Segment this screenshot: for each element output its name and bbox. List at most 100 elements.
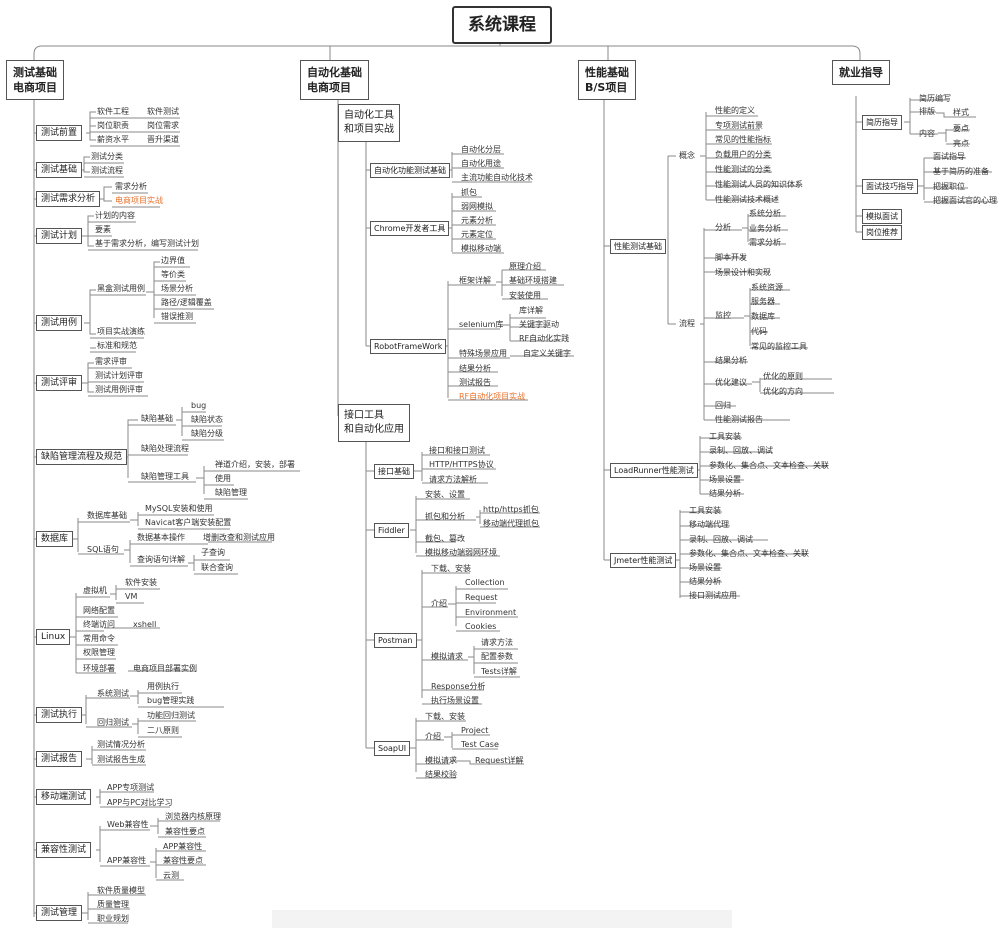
leaf: 录制、回放、调试 xyxy=(709,446,773,455)
node-performance-basics[interactable]: 性能测试基础 xyxy=(610,239,666,254)
category-performance-basics[interactable]: 性能基础 B/S项目 xyxy=(578,60,636,100)
leaf: 抓包 xyxy=(461,188,477,197)
leaf: HTTP/HTTPS协议 xyxy=(429,460,494,469)
node-test-report[interactable]: 测试报告 xyxy=(36,751,83,767)
leaf: 代码 xyxy=(751,327,767,336)
leaf: 虚拟机 xyxy=(83,586,107,595)
leaf: 配置参数 xyxy=(481,652,513,661)
node-automation-tools[interactable]: 自动化工具 和项目实战 xyxy=(338,104,400,142)
node-test-prereq[interactable]: 测试前置 xyxy=(36,125,83,141)
leaf: Request详解 xyxy=(475,756,524,765)
leaf: 计划的内容 xyxy=(95,211,135,220)
leaf: 增删改查和测试应用 xyxy=(203,533,275,542)
node-test-management[interactable]: 测试管理 xyxy=(36,905,83,921)
node-api-tools[interactable]: 接口工具 和自动化应用 xyxy=(338,404,410,442)
leaf: Tests详解 xyxy=(481,667,517,676)
leaf: 缺陷状态 xyxy=(191,415,223,424)
leaf: 测试分类 xyxy=(91,152,123,161)
leaf: 面试指导 xyxy=(933,152,965,161)
node-compatibility-testing[interactable]: 兼容性测试 xyxy=(36,842,92,858)
node-loadrunner[interactable]: LoadRunner性能测试 xyxy=(610,463,698,478)
leaf: APP与PC对比学习 xyxy=(107,798,173,807)
leaf: 边界值 xyxy=(161,256,185,265)
node-jmeter[interactable]: Jmeter性能测试 xyxy=(610,553,677,568)
leaf: 性能测试人员的知识体系 xyxy=(715,180,803,189)
leaf: 缺陷管理工具 xyxy=(141,472,189,481)
leaf: Environment xyxy=(465,608,517,617)
leaf: 把握面试官的心理 xyxy=(933,196,997,205)
leaf: 脚本开发 xyxy=(715,253,747,262)
leaf: 网络配置 xyxy=(83,606,115,615)
leaf: 性能测试技术概述 xyxy=(715,195,779,204)
leaf: 场景设置 xyxy=(709,475,741,484)
leaf: 二八原则 xyxy=(147,726,179,735)
leaf: 结果分析 xyxy=(709,489,741,498)
leaf: 专项测试前景 xyxy=(715,121,763,130)
node-interview-skills[interactable]: 面试技巧指导 xyxy=(862,179,918,194)
leaf: 模拟移动端 xyxy=(461,244,501,253)
node-resume-guidance[interactable]: 简历指导 xyxy=(862,115,902,130)
leaf: 场景设计和实现 xyxy=(715,268,771,277)
leaf: 请求方法 xyxy=(481,638,513,647)
node-robotframework[interactable]: RobotFrameWork xyxy=(370,339,447,354)
node-test-case[interactable]: 测试用例 xyxy=(36,315,83,331)
leaf: 要素 xyxy=(95,225,111,234)
node-requirement-analysis[interactable]: 测试需求分析 xyxy=(36,191,101,207)
leaf: 软件安装 xyxy=(125,578,157,587)
node-mock-interview[interactable]: 模拟面试 xyxy=(862,209,902,224)
leaf: 结果分析 xyxy=(715,356,747,365)
node-test-execution[interactable]: 测试执行 xyxy=(36,707,83,723)
leaf: 黑盒测试用例 xyxy=(97,284,145,293)
leaf: 环境部署 xyxy=(83,664,115,673)
leaf: 服务器 xyxy=(751,297,775,306)
node-postman[interactable]: Postman xyxy=(374,633,417,648)
category-career-guidance[interactable]: 就业指导 xyxy=(832,60,890,85)
node-chrome-devtools[interactable]: Chrome开发者工具 xyxy=(370,221,450,236)
leaf: 回归 xyxy=(715,401,731,410)
leaf: 优化建议 xyxy=(715,378,747,387)
category-automation-basics[interactable]: 自动化基础 电商项目 xyxy=(300,60,369,100)
category-label: 就业指导 xyxy=(839,66,883,79)
node-test-review[interactable]: 测试评审 xyxy=(36,375,83,391)
leaf: APP兼容性 xyxy=(163,842,203,851)
leaf: 软件质量模型 xyxy=(97,886,145,895)
node-soapui[interactable]: SoapUI xyxy=(374,741,411,756)
leaf: 使用 xyxy=(215,474,231,483)
leaf: 系统资源 xyxy=(751,283,783,292)
node-api-basics[interactable]: 接口基础 xyxy=(374,464,414,479)
leaf: 测试报告生成 xyxy=(97,755,145,764)
leaf: 用例执行 xyxy=(147,682,179,691)
node-defect-management[interactable]: 缺陷管理流程及规范 xyxy=(36,449,128,465)
leaf: 标准和规范 xyxy=(97,341,137,350)
leaf: SQL语句 xyxy=(87,545,119,554)
leaf: 亮点 xyxy=(953,139,969,148)
leaf: 参数化、集合点、文本检查、关联 xyxy=(689,549,809,558)
leaf: 特殊场景应用 xyxy=(459,349,507,358)
node-test-basics[interactable]: 测试基础 xyxy=(36,162,83,178)
leaf: 缺陷处理流程 xyxy=(141,444,189,453)
leaf: 把握职位 xyxy=(933,182,965,191)
node-linux[interactable]: Linux xyxy=(36,629,71,645)
node-database[interactable]: 数据库 xyxy=(36,531,74,547)
leaf: 元素分析 xyxy=(461,216,493,225)
category-testing-basics[interactable]: 测试基础 电商项目 xyxy=(6,60,64,100)
leaf: 场景设置 xyxy=(689,563,721,572)
leaf: 数据基本操作 xyxy=(137,533,185,542)
leaf: 测试报告 xyxy=(459,378,491,387)
leaf: 性能测试的分类 xyxy=(715,165,771,174)
node-automation-functional-basics[interactable]: 自动化功能测试基础 xyxy=(370,163,450,178)
leaf: 需求分析 xyxy=(749,238,781,247)
leaf: 质量管理 xyxy=(97,900,129,909)
leaf: 等价类 xyxy=(161,270,185,279)
leaf: 优化的原则 xyxy=(763,372,803,381)
leaf: 兼容性要点 xyxy=(165,827,205,836)
leaf: 云测 xyxy=(163,871,179,880)
node-test-plan[interactable]: 测试计划 xyxy=(36,228,83,244)
leaf: APP兼容性 xyxy=(107,856,147,865)
node-mobile-testing[interactable]: 移动端测试 xyxy=(36,789,92,805)
root-node[interactable]: 系统课程 xyxy=(452,6,552,44)
node-fiddler[interactable]: Fiddler xyxy=(374,523,409,538)
leaf: 移动端代理 xyxy=(689,520,729,529)
node-job-recommendation[interactable]: 岗位推荐 xyxy=(862,225,902,240)
leaf: 功能回归测试 xyxy=(147,711,195,720)
